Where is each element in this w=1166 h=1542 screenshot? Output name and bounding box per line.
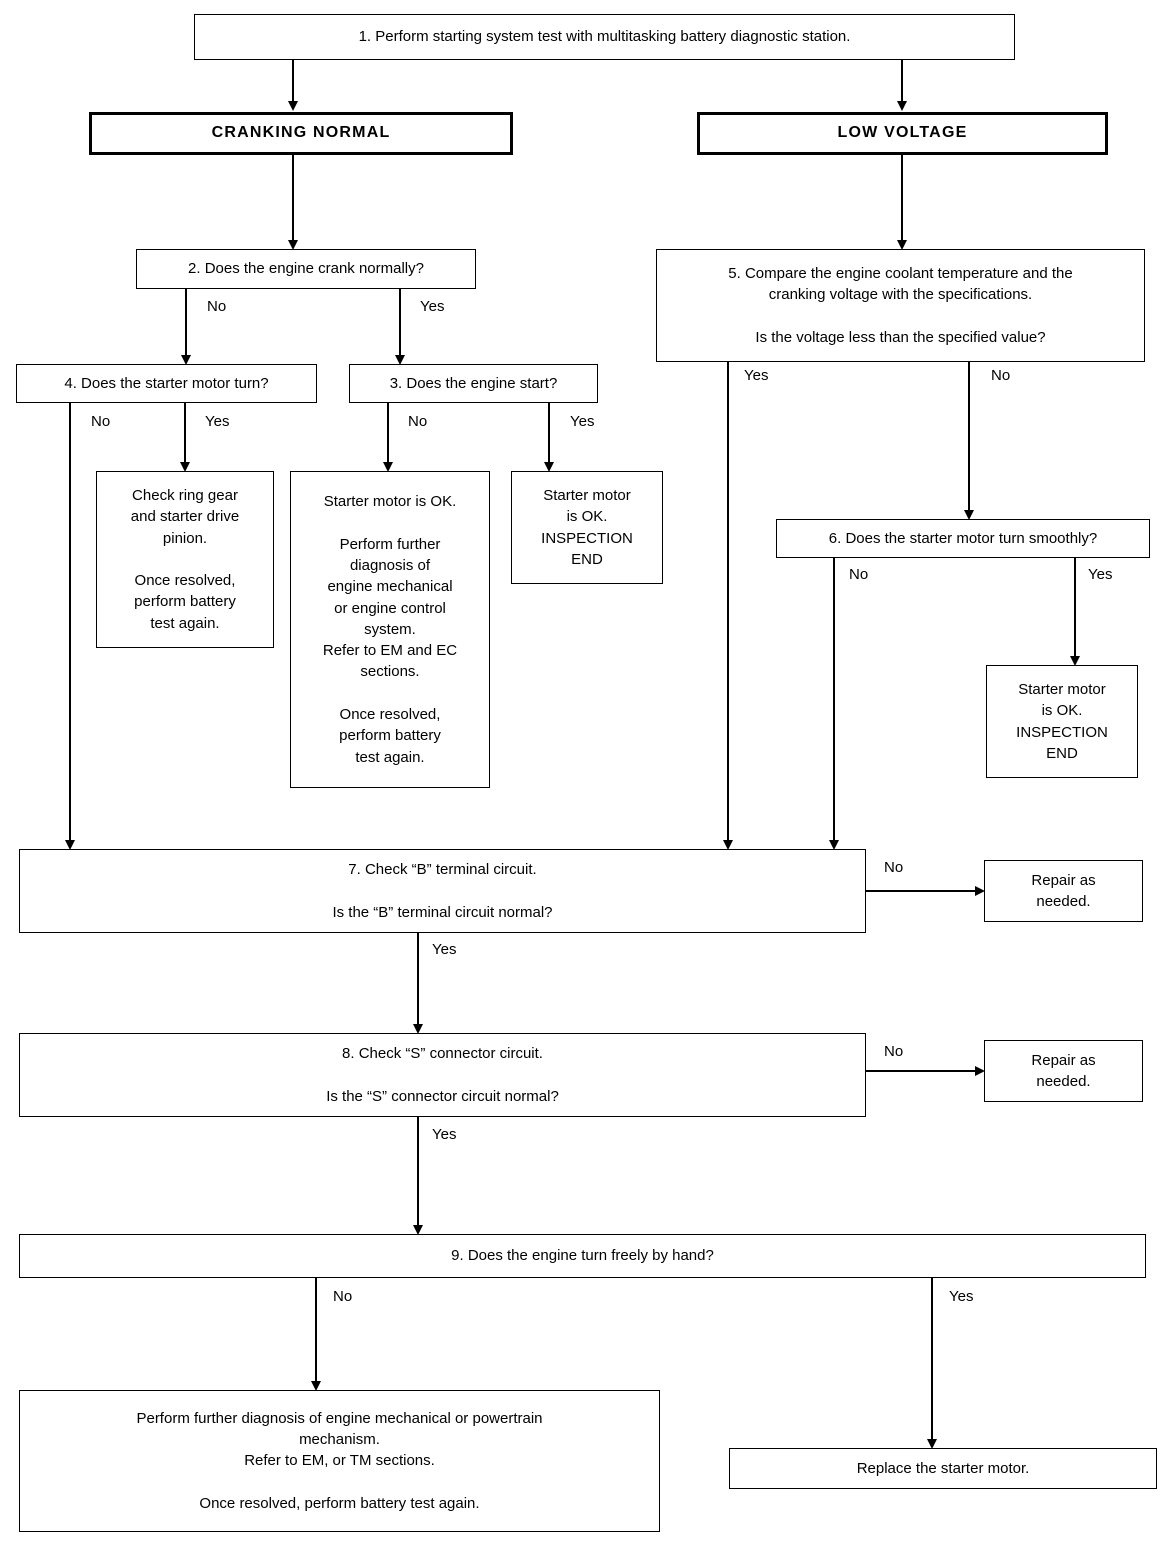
node-starter_ok_end_left: Starter motor is OK. INSPECTION END <box>511 471 663 584</box>
node-n5: 5. Compare the engine coolant temperatur… <box>656 249 1145 362</box>
edge-label-l_n9_no: No <box>333 1288 353 1305</box>
node-label-ring_gear: Check ring gear and starter drive pinion… <box>130 486 240 632</box>
edge-label-l_n8_yes: Yes <box>432 1126 457 1143</box>
node-n8: 8. Check “S” connector circuit. Is the “… <box>19 1033 866 1117</box>
edge-label-l_n6_yes: Yes <box>1088 566 1113 583</box>
node-low_voltage: LOW VOLTAGE <box>697 112 1108 155</box>
node-label-n1: 1. Perform starting system test with mul… <box>358 28 851 46</box>
node-label-n9: 9. Does the engine turn freely by hand? <box>451 1247 714 1265</box>
node-replace_motor: Replace the starter motor. <box>729 1448 1157 1489</box>
node-starter_ok_end_right: Starter motor is OK. INSPECTION END <box>986 665 1138 778</box>
edge-label-l_n2_no: No <box>207 298 227 315</box>
node-label-n6: 6. Does the starter motor turn smoothly? <box>828 529 1098 547</box>
node-label-n2: 2. Does the engine crank normally? <box>188 260 424 278</box>
node-label-cranking_normal: CRANKING NORMAL <box>211 124 391 142</box>
node-label-n8: 8. Check “S” connector circuit. Is the “… <box>326 1045 559 1105</box>
edge-label-l_n2_yes: Yes <box>420 298 445 315</box>
node-label-repair1: Repair as needed. <box>1031 871 1096 910</box>
edge-label-l_n4_no: No <box>91 413 111 430</box>
edge-label-l_n8_no: No <box>884 1043 904 1060</box>
node-n1: 1. Perform starting system test with mul… <box>194 14 1015 60</box>
edge-label-l_n7_yes: Yes <box>432 941 457 958</box>
edge-label-l_n7_no: No <box>884 859 904 876</box>
node-n2: 2. Does the engine crank normally? <box>136 249 476 289</box>
node-n3: 3. Does the engine start? <box>349 364 598 403</box>
node-cranking_normal: CRANKING NORMAL <box>89 112 513 155</box>
node-repair2: Repair as needed. <box>984 1040 1143 1102</box>
edge-label-l_n3_no: No <box>408 413 428 430</box>
node-label-further_diag: Perform further diagnosis of engine mech… <box>136 1409 543 1512</box>
node-repair1: Repair as needed. <box>984 860 1143 922</box>
node-n4: 4. Does the starter motor turn? <box>16 364 317 403</box>
node-label-n7: 7. Check “B” terminal circuit. Is the “B… <box>332 861 553 921</box>
edge-label-l_n4_yes: Yes <box>205 413 230 430</box>
edge-label-l_n3_yes: Yes <box>570 413 595 430</box>
node-label-n3: 3. Does the engine start? <box>389 374 558 392</box>
node-label-n4: 4. Does the starter motor turn? <box>64 374 269 392</box>
node-label-low_voltage: LOW VOLTAGE <box>837 124 968 142</box>
node-ring_gear: Check ring gear and starter drive pinion… <box>96 471 274 648</box>
edge-label-l_n9_yes: Yes <box>949 1288 974 1305</box>
node-label-starter_ok_end_right: Starter motor is OK. INSPECTION END <box>1016 680 1108 762</box>
node-n7: 7. Check “B” terminal circuit. Is the “B… <box>19 849 866 933</box>
node-starter_ok_diag: Starter motor is OK. Perform further dia… <box>290 471 490 788</box>
node-n9: 9. Does the engine turn freely by hand? <box>19 1234 1146 1278</box>
node-label-repair2: Repair as needed. <box>1031 1051 1096 1090</box>
node-n6: 6. Does the starter motor turn smoothly? <box>776 519 1150 558</box>
edge-label-l_n5_yes: Yes <box>744 367 769 384</box>
node-label-replace_motor: Replace the starter motor. <box>856 1459 1030 1477</box>
edge-label-l_n5_no: No <box>991 367 1011 384</box>
node-label-n5: 5. Compare the engine coolant temperatur… <box>728 264 1073 346</box>
node-label-starter_ok_diag: Starter motor is OK. Perform further dia… <box>322 493 458 766</box>
node-label-starter_ok_end_left: Starter motor is OK. INSPECTION END <box>541 486 633 568</box>
edge-label-l_n6_no: No <box>849 566 869 583</box>
node-further_diag: Perform further diagnosis of engine mech… <box>19 1390 660 1532</box>
